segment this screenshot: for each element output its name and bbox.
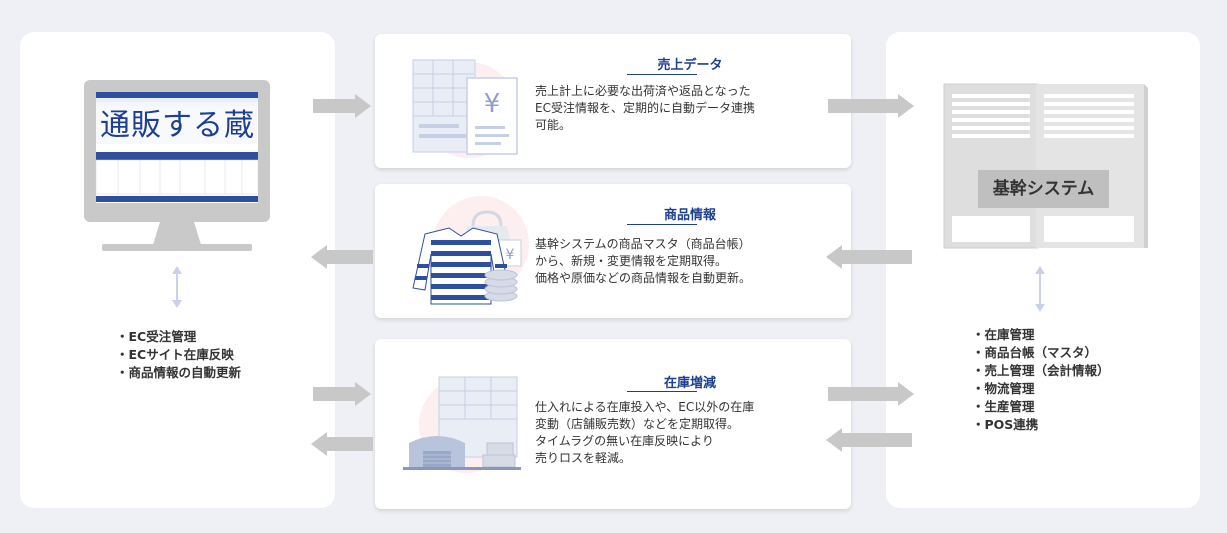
ec-system-panel: 通販する蔵 ・EC受注管理 ・ECサイト在庫反映 ・商品情報の自動更新 <box>20 32 335 508</box>
description-line: 売上計上に必要な出荷済や返品となった <box>535 84 751 98</box>
arrow-left-icon <box>826 245 912 269</box>
arrow-right-icon <box>313 382 371 406</box>
description-line: 仕入れによる在庫投入や、EC以外の在庫 <box>535 400 755 414</box>
arrow-left-icon <box>826 428 912 452</box>
title-underline <box>627 391 697 392</box>
description-line: 売りロスを軽減。 <box>535 451 632 465</box>
description-line: 基幹システムの商品マスタ（商品台帳） <box>535 237 751 251</box>
sales-document-illustration: ¥ <box>412 59 518 158</box>
core-feature-item: ・生産管理 <box>972 399 1035 414</box>
stock-change-card: 在庫増減 仕入れによる在庫投入や、EC以外の在庫 変動（店舗販売数）などを定期取… <box>375 339 851 509</box>
card-description: 売上計上に必要な出荷済や返品となった EC受注情報を、定期的に自動データ連携 可… <box>535 83 840 134</box>
monitor-logo: 通販する蔵 <box>100 108 255 143</box>
warehouse-illustration <box>403 376 521 473</box>
ec-feature-item: ・ECサイト在庫反映 <box>116 347 234 362</box>
core-feature-item: ・物流管理 <box>972 381 1035 396</box>
description-line: 変動（店舗販売数）などを定期取得。 <box>535 417 740 431</box>
description-line: 価格や原価などの商品情報を自動更新。 <box>535 271 752 285</box>
card-title: 在庫増減 <box>663 376 716 391</box>
title-underline <box>627 224 697 225</box>
ec-feature-item: ・EC受注管理 <box>116 329 197 344</box>
description-line: タイムラグの無い在庫反映により <box>535 434 714 448</box>
description-line: EC受注情報を、定期的に自動データ連携 <box>535 101 755 115</box>
description-line: から、新規・変更情報を定期取得。 <box>535 254 728 268</box>
card-description: 仕入れによる在庫投入や、EC以外の在庫 変動（店舗販売数）などを定期取得。 タイ… <box>535 399 840 467</box>
description-line: 可能。 <box>535 118 572 132</box>
core-feature-item: ・売上管理（会計情報） <box>972 363 1110 378</box>
ec-feature-list: ・EC受注管理 ・ECサイト在庫反映 ・商品情報の自動更新 <box>116 328 241 382</box>
arrow-right-icon <box>313 94 371 118</box>
card-title: 売上データ <box>657 58 723 73</box>
card-description: 基幹システムの商品マスタ（商品台帳） から、新規・変更情報を定期取得。 価格や原… <box>535 236 840 287</box>
server-illustration <box>943 83 1148 312</box>
product-info-card: ¥ 商品情報 基幹システムの商品マスタ（商品台帳） から、新規・変更情報を定期取… <box>375 184 851 318</box>
core-system-panel: 基幹システム ・在庫管理 ・商品台帳（マスタ） ・売上管理（会計情報） ・物流管… <box>886 32 1200 508</box>
svg-text:¥: ¥ <box>506 247 515 263</box>
monitor-illustration <box>84 80 270 308</box>
svg-text:¥: ¥ <box>484 89 501 119</box>
title-underline <box>627 74 697 75</box>
core-feature-item: ・在庫管理 <box>972 327 1035 342</box>
core-feature-list: ・在庫管理 ・商品台帳（マスタ） ・売上管理（会計情報） ・物流管理 ・生産管理… <box>972 326 1110 434</box>
core-feature-item: ・商品台帳（マスタ） <box>972 345 1098 360</box>
ec-feature-item: ・商品情報の自動更新 <box>116 365 242 380</box>
arrow-left-icon <box>311 432 373 456</box>
card-title: 商品情報 <box>663 208 716 223</box>
arrow-right-icon <box>828 382 914 406</box>
core-system-label: 基幹システム <box>978 170 1109 208</box>
core-feature-item: ・POS連携 <box>972 417 1039 432</box>
arrow-right-icon <box>828 94 914 118</box>
arrow-left-icon <box>311 245 373 269</box>
clothing-bag-illustration: ¥ <box>412 196 529 305</box>
sales-data-card: ¥ 売上データ 売上計上に必要な出荷済や返品となった EC受注情報を、定期的に自… <box>375 34 851 168</box>
